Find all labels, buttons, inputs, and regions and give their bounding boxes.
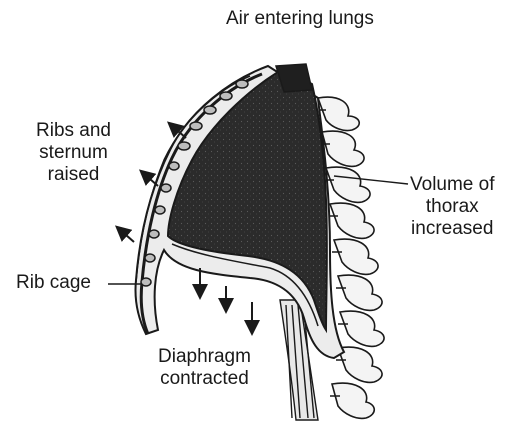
volume-thorax-label: Volume of thorax increased <box>410 174 495 240</box>
volume-thorax-line-1: Volume of <box>410 174 495 196</box>
volume-thorax-line-3: increased <box>410 218 495 240</box>
rib-cage-label: Rib cage <box>16 272 91 294</box>
ribs-raised-line-2: sternum <box>36 142 111 164</box>
volume-thorax-line-2: thorax <box>410 196 495 218</box>
ribs-raised-label: Ribs and sternum raised <box>36 120 111 186</box>
air-entering-text: Air entering lungs <box>226 8 374 30</box>
diaphragm-label: Diaphragm contracted <box>158 346 251 390</box>
air-entering-label: Air entering lungs <box>226 8 374 30</box>
ribs-raised-line-1: Ribs and <box>36 120 111 142</box>
rib-cage-text: Rib cage <box>16 272 91 294</box>
diaphragm-line-1: Diaphragm <box>158 346 251 368</box>
diaphragm-line-2: contracted <box>158 368 251 390</box>
ribs-raised-line-3: raised <box>36 164 111 186</box>
